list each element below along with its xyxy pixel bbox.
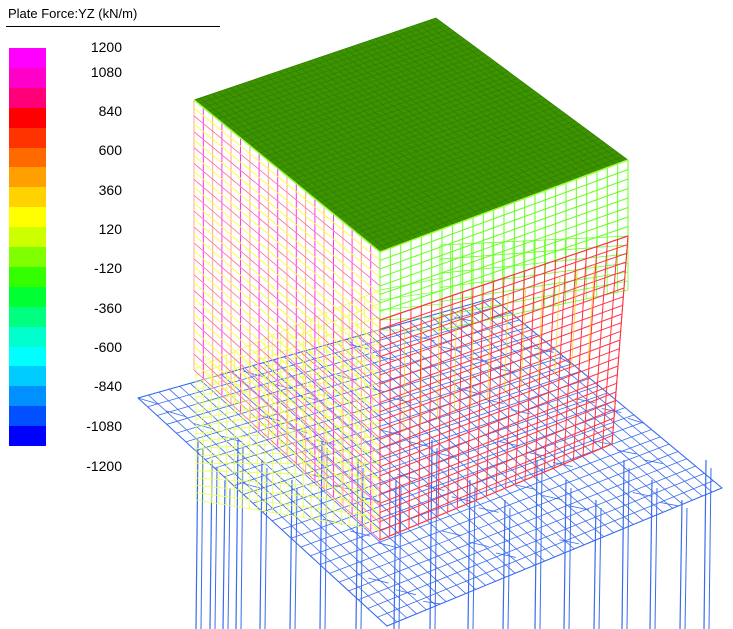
legend-tick-label: 120 (98, 221, 122, 237)
left-wall-mesh (193, 99, 381, 541)
legend-swatch (9, 366, 46, 387)
legend-swatch (9, 227, 46, 248)
legend-swatch (9, 247, 46, 268)
legend-tick-label: 1080 (90, 64, 122, 80)
inner-wall-mesh (195, 277, 443, 531)
legend-tick-label: -360 (93, 300, 122, 316)
legend-swatch (9, 266, 46, 288)
legend-title: Plate Force:YZ (kN/m) (8, 6, 138, 21)
legend-swatch (9, 207, 46, 228)
right-wall-mesh (379, 159, 629, 331)
legend-swatch (9, 48, 46, 69)
legend-swatch (9, 386, 46, 407)
legend-swatch (9, 167, 46, 188)
legend-swatch (9, 406, 46, 427)
legend-tick-label: -120 (93, 260, 122, 276)
legend-tick-label: 600 (98, 142, 122, 158)
legend-swatch (9, 187, 46, 208)
legend-tick-label: -840 (93, 378, 122, 394)
base-slab-mesh (136, 297, 723, 627)
legend-color-bar (9, 48, 46, 447)
legend-swatch (9, 426, 46, 447)
legend-swatch (9, 147, 46, 168)
legend-tick-label: -1200 (86, 458, 122, 474)
legend-tick-label: -600 (93, 339, 122, 355)
legend-tick-label: -1080 (86, 418, 122, 434)
legend-swatch (9, 127, 46, 148)
foundation-piles (195, 439, 712, 629)
legend-swatch (9, 286, 46, 308)
legend-swatch (9, 306, 46, 328)
legend-swatch (9, 326, 46, 347)
legend-swatch (9, 67, 46, 89)
legend-title-underline (6, 26, 220, 27)
legend-tick-label: 360 (98, 182, 122, 198)
top-slab-mesh (193, 17, 629, 253)
legend-swatch (9, 107, 46, 129)
front-wall-mesh (379, 235, 629, 541)
legend-swatch (9, 346, 46, 367)
legend-swatch (9, 87, 46, 109)
legend-tick-label: 840 (98, 103, 122, 119)
legend-tick-label: 1200 (90, 39, 122, 55)
